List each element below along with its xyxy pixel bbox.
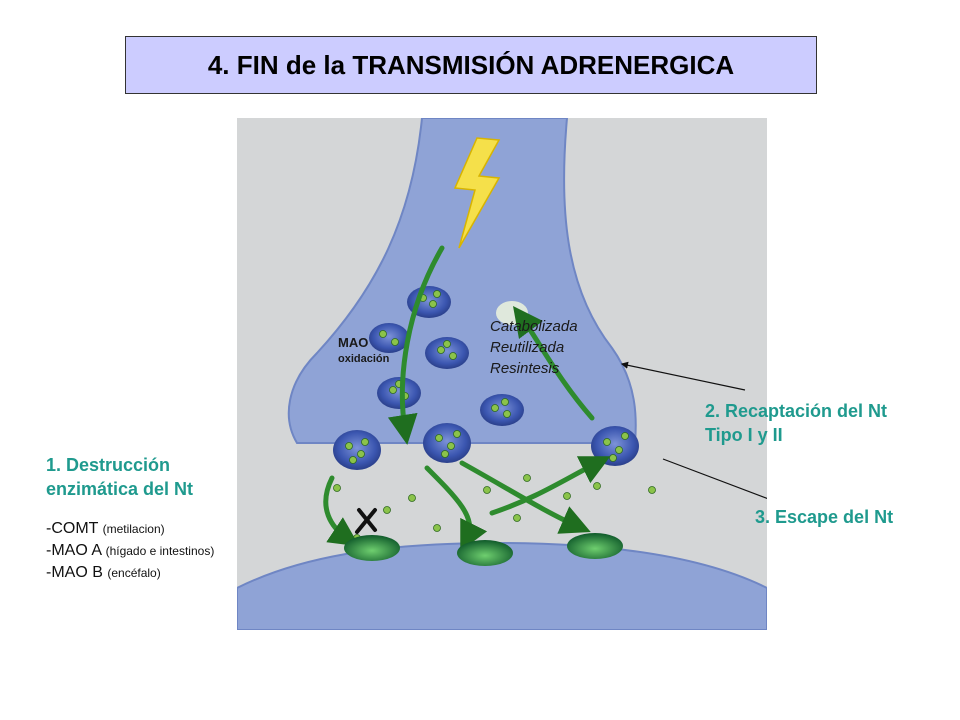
action-potential-bolt-icon — [453, 137, 501, 249]
escape-pointer — [662, 458, 767, 500]
fate-resintesis: Resintesis — [490, 360, 560, 377]
receptors — [344, 533, 623, 566]
flow-arrows — [323, 245, 611, 552]
vesicle — [480, 394, 524, 426]
enzyme-mao-a: -MAO A (hígado e intestinos) — [46, 540, 214, 562]
fate-catabolizada: Catabolizada — [490, 318, 578, 335]
reuptake-arrow — [489, 456, 611, 516]
enzyme-mao-b: -MAO B (encéfalo) — [46, 562, 214, 584]
comt-text: -COMT — [46, 520, 99, 537]
recaptacion-line-2: Tipo I y II — [705, 425, 783, 445]
enzyme-comt: -COMT (metilacion) — [46, 518, 214, 540]
release-arrow-mid — [424, 465, 488, 552]
destruccion-label: 1. Destrucción enzimática del Nt — [46, 453, 193, 501]
receptor — [567, 533, 623, 559]
recaptacion-line-1: 2. Recaptación del Nt — [705, 401, 888, 421]
recaptacion-label: 2. Recaptación del Nt Tipo I y II — [705, 399, 887, 447]
vesicle — [425, 337, 469, 369]
mao-oxidation-text: oxidación — [338, 353, 390, 365]
comt-sub-text: (metilacion) — [102, 522, 165, 536]
recycle-arrow — [513, 305, 595, 421]
fate-list: Catabolizada Reutilizada Resintesis — [490, 316, 578, 379]
release-arrow-left — [323, 475, 360, 547]
mao-arrow — [387, 245, 445, 445]
mao-text: MAO — [338, 335, 369, 350]
page-title: 4. FIN de la TRANSMISIÓN ADRENERGICA — [207, 49, 735, 80]
mao-a-text: -MAO A — [46, 542, 102, 559]
vesicle — [377, 377, 421, 409]
blocked-x-icon — [355, 508, 377, 534]
mao-label: MAO oxidación — [338, 335, 389, 367]
enzyme-list: -COMT (metilacion) -MAO A (hígado e inte… — [46, 518, 214, 584]
recaptacion-pointer — [620, 361, 746, 391]
destruccion-line-1: 1. Destrucción — [46, 455, 171, 475]
destruccion-line-2: enzimática del Nt — [46, 479, 194, 499]
escape-label: 3. Escape del Nt — [755, 505, 893, 529]
receptor — [457, 540, 513, 566]
mao-a-sub-text: (hígado e intestinos) — [105, 544, 215, 558]
mao-b-text: -MAO B — [46, 564, 103, 581]
synapse-illustration — [237, 118, 767, 630]
mao-b-sub-text: (encéfalo) — [107, 566, 161, 580]
fate-reutilizada: Reutilizada — [490, 339, 565, 356]
vesicle — [333, 430, 381, 470]
escape-text: 3. Escape del Nt — [755, 507, 894, 527]
title-box: 4. FIN de la TRANSMISIÓN ADRENERGICA — [125, 36, 817, 94]
vesicle — [369, 323, 409, 353]
receptor — [344, 535, 400, 561]
